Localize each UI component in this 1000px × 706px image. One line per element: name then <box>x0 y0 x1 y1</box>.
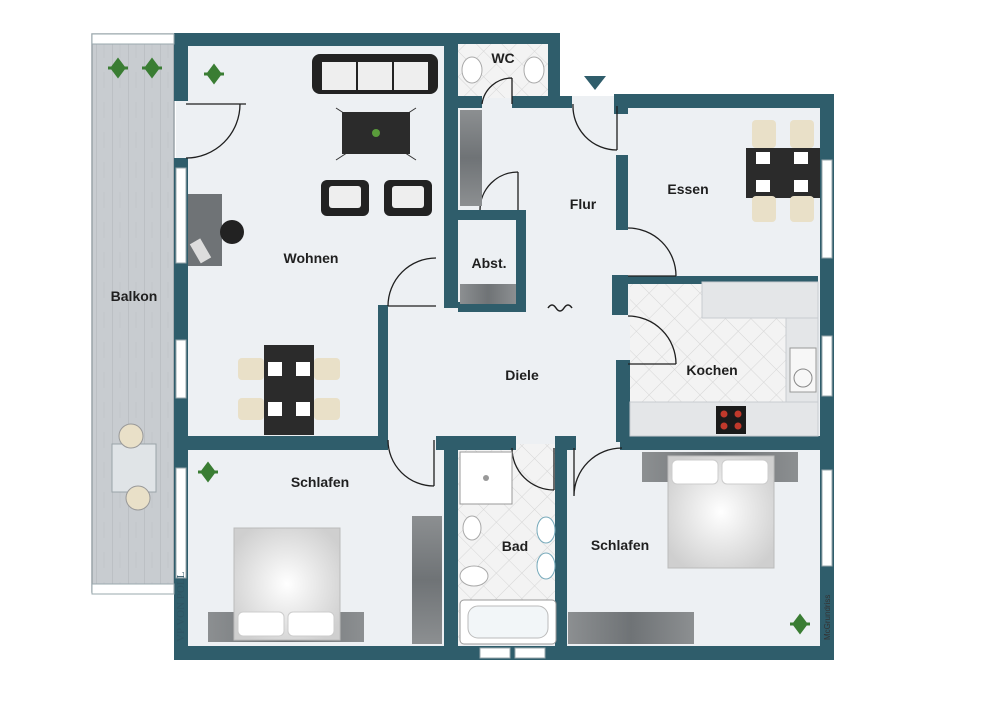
desk-icon <box>188 194 244 266</box>
doors <box>185 77 677 497</box>
room-label-kochen: Kochen <box>686 362 737 378</box>
wardrobe-icon <box>568 612 694 644</box>
room-label-bad: Bad <box>502 538 528 554</box>
wardrobe-icon <box>460 110 482 206</box>
toilet-icon <box>459 515 489 587</box>
toilet-icon <box>461 56 545 84</box>
plant-icon <box>790 613 810 635</box>
wardrobe-icon <box>460 284 516 304</box>
dining-table-icon <box>238 345 340 435</box>
bed-icon <box>642 452 798 569</box>
room-label-flur: Flur <box>570 196 597 212</box>
room-label-schlafen-left: Schlafen <box>291 474 349 490</box>
sofa-icon <box>312 54 438 94</box>
room-label-essen: Essen <box>667 181 708 197</box>
bathtub-icon <box>459 599 557 645</box>
plant-icon <box>142 57 162 79</box>
plant-icon <box>204 63 224 85</box>
wardrobe-icon <box>412 516 442 644</box>
stove-icon <box>716 406 746 434</box>
room-label-balkon: Balkon <box>111 288 158 304</box>
dining-table-icon <box>746 120 820 222</box>
coffee-table-icon <box>335 107 417 161</box>
bed-icon <box>208 527 364 642</box>
entrance-arrow-icon <box>584 76 606 90</box>
shower-icon <box>459 451 513 505</box>
plant-icon <box>198 461 218 483</box>
windows <box>91 33 833 659</box>
sink-icon <box>536 516 556 580</box>
plant-icon <box>108 57 128 79</box>
room-label-wc: WC <box>491 50 514 66</box>
armchair-icon <box>321 180 369 216</box>
armchair-icon <box>384 180 432 216</box>
room-label-schlafen-right: Schlafen <box>591 537 649 553</box>
furniture <box>108 54 820 645</box>
room-label-abst: Abst. <box>472 255 507 271</box>
von-poll-logo: VP VON POLL <box>175 571 187 642</box>
credit-label: McGrundriss <box>823 595 832 640</box>
balcony-table-icon <box>111 423 157 511</box>
room-labels: WC Wohnen Flur Essen Abst. Balkon Diele … <box>111 50 738 554</box>
room-label-diele: Diele <box>505 367 539 383</box>
room-label-wohnen: Wohnen <box>284 250 339 266</box>
